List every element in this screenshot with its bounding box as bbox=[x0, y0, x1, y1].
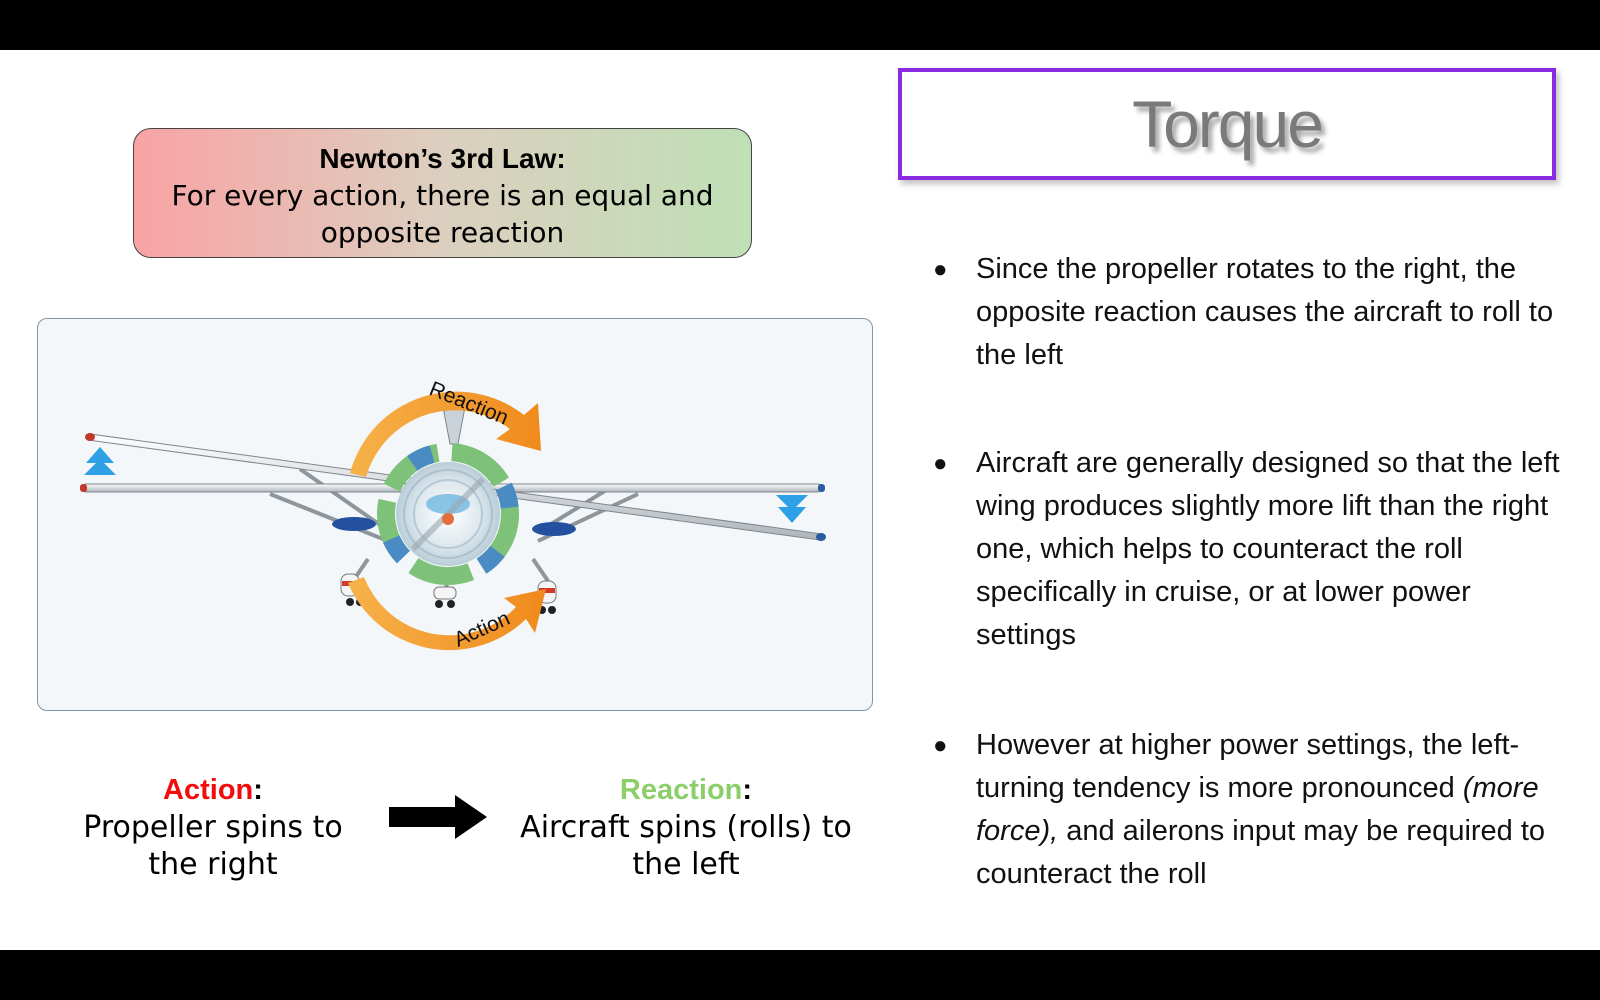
bullet-text-part: and ailerons input may be required to co… bbox=[976, 815, 1546, 890]
reaction-arrow: Reaction bbox=[350, 377, 541, 477]
reaction-arrow-label: Reaction bbox=[426, 377, 511, 429]
bullet-text: Aircraft are generally designed so that … bbox=[976, 447, 1560, 651]
rotation-ring bbox=[377, 443, 519, 585]
slide-title: Torque bbox=[1132, 87, 1324, 161]
bullet-text: Since the propeller rotates to the right… bbox=[976, 253, 1554, 371]
action-label: Action bbox=[163, 774, 254, 806]
bullet-text: However at higher power settings, the le… bbox=[976, 724, 1573, 896]
bullet-item: ● Since the propeller rotates to the rig… bbox=[933, 248, 1573, 377]
down-arrow-icon bbox=[776, 495, 808, 523]
slide: Torque Newton’s 3rd Law: For every actio… bbox=[0, 50, 1600, 950]
action-colon: : bbox=[253, 774, 263, 806]
reaction-heading: Reaction: bbox=[516, 772, 856, 809]
reaction-text: Aircraft spins (rolls) to the left bbox=[520, 810, 852, 882]
up-arrow-icon bbox=[84, 447, 116, 475]
bullet-item: ● However at higher power settings, the … bbox=[933, 724, 1573, 896]
action-heading: Action: bbox=[70, 772, 356, 809]
newtons-law-box: Newton’s 3rd Law: For every action, ther… bbox=[133, 128, 752, 258]
bullet-text-part: However at higher power settings, the le… bbox=[976, 729, 1520, 804]
title-box: Torque bbox=[898, 68, 1556, 180]
right-arrow-icon bbox=[389, 795, 487, 839]
bullet-dot-icon: ● bbox=[933, 256, 948, 283]
action-caption: Action: Propeller spins to the right bbox=[70, 772, 356, 883]
law-heading: Newton’s 3rd Law: bbox=[319, 143, 566, 174]
bullet-dot-icon: ● bbox=[933, 732, 948, 759]
bullet-item: ● Aircraft are generally designed so tha… bbox=[933, 442, 1573, 657]
action-text: Propeller spins to the right bbox=[83, 810, 343, 882]
reaction-colon: : bbox=[742, 774, 753, 806]
law-text: For every action, there is an equal and … bbox=[171, 179, 714, 249]
reaction-label: Reaction bbox=[619, 774, 743, 806]
bullet-text-italic: (more force), bbox=[976, 772, 1539, 847]
torque-diagram: Reaction Action bbox=[37, 318, 873, 711]
airplane-illustration: Reaction Action bbox=[80, 377, 826, 652]
reaction-caption: Reaction: Aircraft spins (rolls) to the … bbox=[516, 772, 856, 883]
fuselage bbox=[332, 406, 576, 536]
bullet-dot-icon: ● bbox=[933, 450, 948, 477]
